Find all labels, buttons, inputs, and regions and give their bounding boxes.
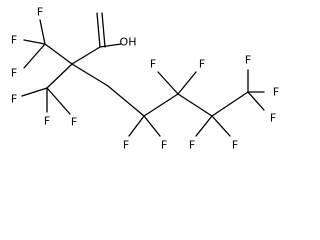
bond-c2-c3 xyxy=(71,63,109,87)
atom-label-f-c6-1: F xyxy=(189,139,195,152)
atom-label-oh: OH xyxy=(120,36,137,49)
bond-c3-c4 xyxy=(107,85,145,117)
bond-cf3b-f3 xyxy=(46,87,71,115)
bond-c5-c6 xyxy=(177,93,213,117)
atom-label-f-c4-2: F xyxy=(161,139,167,152)
bond-c4-f2 xyxy=(143,115,161,137)
atom-label-f-c5-1: F xyxy=(150,58,156,71)
bond-c2-c1 xyxy=(71,46,101,65)
bond-c5-f1 xyxy=(157,71,179,95)
bond-c6-c7 xyxy=(211,91,249,117)
bond-c2-cf3-top xyxy=(44,43,73,65)
bond-c6-f1 xyxy=(195,115,213,137)
atom-label-f-cf3b-1: F xyxy=(11,93,17,106)
bonds xyxy=(21,12,265,137)
atom-label-f-cf3a-3: F xyxy=(11,67,17,80)
bond-c1-oh xyxy=(99,43,122,48)
atom-label-f-cf3a-1: F xyxy=(37,6,43,19)
bond-cf3a-f3 xyxy=(23,43,46,69)
bond-c4-c5 xyxy=(143,93,179,117)
bond-c1-o-double-a xyxy=(96,12,101,48)
bond-c7-f3 xyxy=(247,91,265,111)
atom-label-f-cf3b-3: F xyxy=(71,116,77,129)
bond-c4-f1 xyxy=(128,115,145,137)
atom-label-f-c5-2: F xyxy=(199,58,205,71)
bond-cf3b-f1 xyxy=(21,87,48,97)
atom-label-f-cf3a-2: F xyxy=(11,34,17,47)
bond-cf3a-f2 xyxy=(23,39,46,45)
bond-c6-f2 xyxy=(211,115,231,137)
bond-c1-o-double-b xyxy=(101,12,106,48)
atom-label-f-c7-3: F xyxy=(270,112,276,125)
atom-label-f-c6-2: F xyxy=(232,139,238,152)
atom-label-f-c7-2: F xyxy=(273,86,279,99)
atom-label-f-cf3b-2: F xyxy=(44,115,50,128)
atom-label-f-c4-1: F xyxy=(123,139,129,152)
bond-c5-f2 xyxy=(177,71,197,95)
bond-cf3a-f1 xyxy=(39,19,46,45)
bond-c2-cf3-bottom xyxy=(46,63,73,89)
atom-label-f-c7-1: F xyxy=(245,54,251,67)
